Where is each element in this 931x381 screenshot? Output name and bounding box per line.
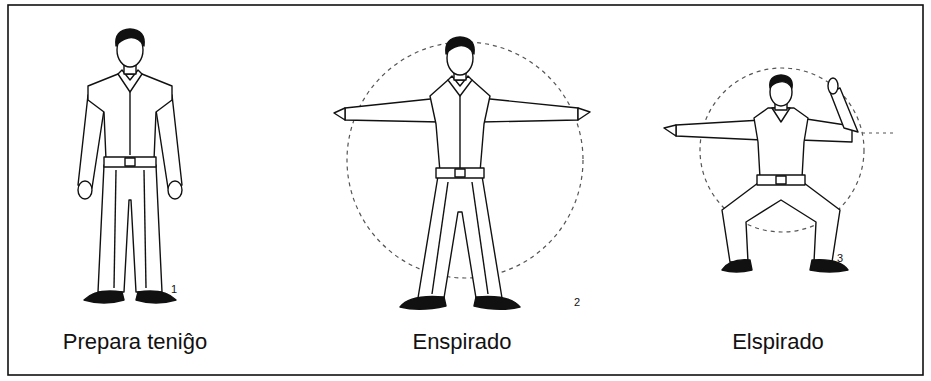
frame [8, 5, 923, 375]
caption-text: Enspirado [412, 330, 511, 354]
exhaling-figure [664, 75, 858, 272]
motion-circle [347, 42, 583, 278]
inhaling-figure [334, 37, 590, 309]
caption-text: Elspirado [732, 330, 824, 354]
caption-text: Prepara teniĝo [63, 330, 207, 354]
figure-number: 3 [837, 252, 843, 264]
standing-figure [78, 29, 182, 303]
figure-number: 2 [574, 296, 580, 308]
figure-number: 1 [171, 283, 177, 295]
